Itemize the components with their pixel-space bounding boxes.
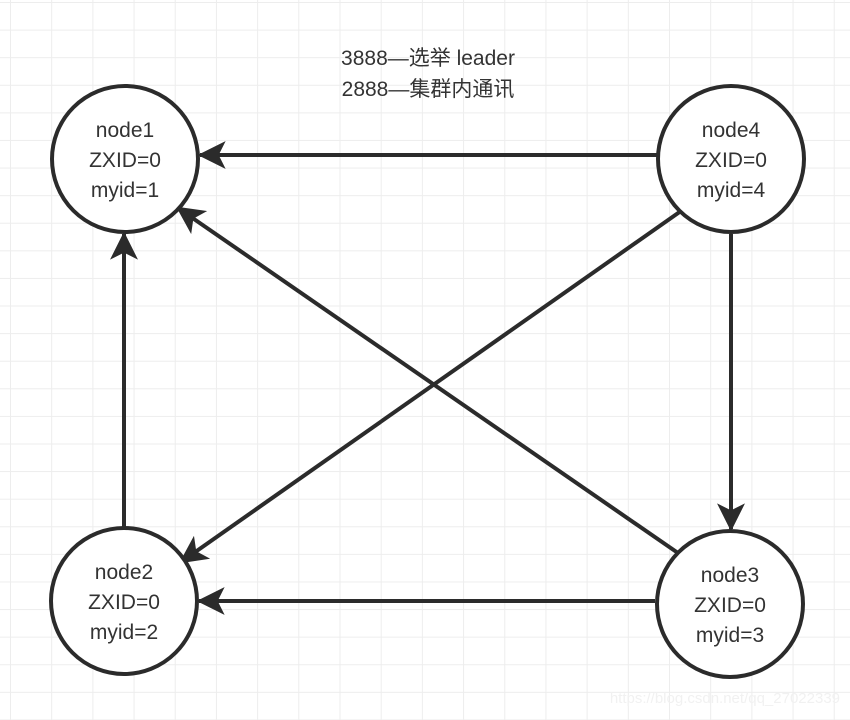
node3-name-label: node3: [701, 564, 759, 587]
node-node2[interactable]: node2 ZXID=0 myid=2: [49, 526, 199, 676]
node3-zxid-label: ZXID=0: [694, 594, 766, 617]
legend-line-cluster-comm: 2888—集群内通讯: [342, 78, 515, 101]
watermark: https://blog.csdn.net/qq_27022339: [610, 690, 840, 707]
node-node3[interactable]: node3 ZXID=0 myid=3: [655, 529, 805, 679]
node-node4[interactable]: node4 ZXID=0 myid=4: [656, 84, 806, 234]
node4-name-label: node4: [702, 119, 761, 142]
node4-circle[interactable]: [656, 84, 806, 234]
edge-node3-to-node1: [176, 206, 680, 555]
node2-myid-label: myid=2: [90, 621, 158, 644]
node2-name-label: node2: [95, 561, 153, 584]
node4-myid-label: myid=4: [697, 179, 766, 202]
node1-zxid-label: ZXID=0: [89, 149, 161, 172]
node3-circle[interactable]: [655, 529, 805, 679]
node1-myid-label: myid=1: [91, 179, 159, 202]
node1-circle[interactable]: [50, 84, 200, 234]
legend-line-election: 3888—选举 leader: [341, 47, 515, 70]
node4-zxid-label: ZXID=0: [695, 149, 767, 172]
node2-zxid-label: ZXID=0: [88, 591, 160, 614]
node1-name-label: node1: [96, 119, 154, 142]
edge-group: [110, 141, 745, 615]
node2-circle[interactable]: [49, 526, 199, 676]
edge-node4-to-node2: [179, 209, 683, 564]
node-node1[interactable]: node1 ZXID=0 myid=1: [50, 84, 200, 234]
legend-block: 3888—选举 leader 2888—集群内通讯: [341, 47, 515, 101]
node3-myid-label: myid=3: [696, 624, 764, 647]
